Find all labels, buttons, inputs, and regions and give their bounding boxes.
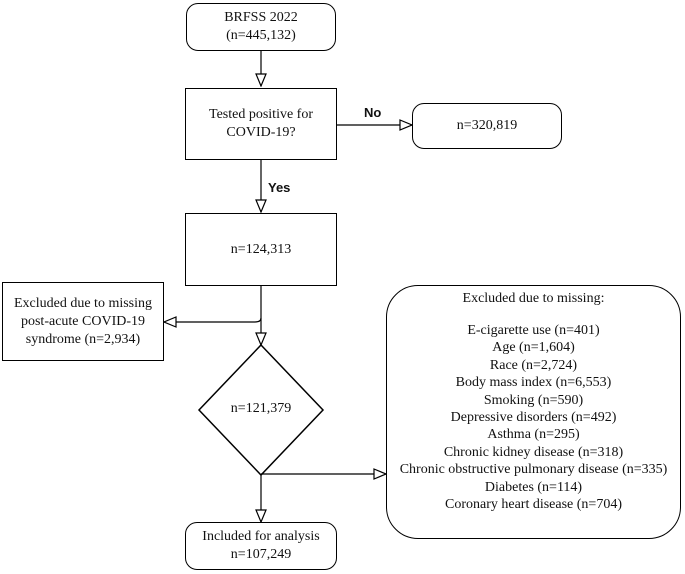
missing-item: Asthma (n=295) [487, 427, 580, 443]
brfss-node: BRFSS 2022 (n=445,132) [186, 3, 336, 51]
yes-label: Yes [268, 180, 291, 195]
no-label: No [364, 105, 382, 120]
excluded-pacs-line-1: Excluded due to missing [13, 295, 153, 311]
covid-question-line-2: COVID-19? [226, 125, 296, 140]
positive-count: n=124,313 [230, 241, 292, 257]
negative-count: n=320,819 [456, 118, 518, 133]
covid-question-line-1: Tested positive for [209, 107, 313, 122]
negative-node: n=320,819 [412, 103, 562, 149]
included-line-1: Included for analysis [202, 529, 320, 544]
brfss-line-2: (n=445,132) [226, 28, 296, 43]
included-node: Included for analysis n=107,249 [185, 522, 337, 570]
missing-item: Chronic kidney disease (n=318) [443, 444, 624, 460]
arrow-to-excluded-pacs [164, 318, 262, 322]
missing-item: Race (n=2,724) [489, 357, 578, 373]
missing-item: Depressive disorders (n=492) [450, 410, 617, 426]
included-line-2: n=107,249 [230, 547, 292, 562]
positive-node: n=124,313 [185, 213, 337, 286]
decision-count: n=121,379 [230, 401, 292, 416]
covid-question-node: Tested positive for COVID-19? [185, 88, 337, 160]
excluded-pacs-line-2: post-acute COVID-19 [20, 313, 146, 329]
missing-data-node: Excluded due to missing: E-cigarette use… [386, 285, 681, 539]
missing-item: Smoking (n=590) [483, 392, 584, 408]
missing-item: Body mass index (n=6,553) [455, 375, 612, 391]
excluded-pacs-line-3: syndrome (n=2,934) [25, 331, 141, 347]
missing-item: Coronary heart disease (n=704) [444, 497, 622, 513]
excluded-pacs-node: Excluded due to missing post-acute COVID… [2, 282, 164, 361]
missing-item: E-cigarette use (n=401) [467, 323, 600, 338]
missing-item: Diabetes (n=114) [484, 479, 583, 495]
missing-item: Age (n=1,604) [492, 340, 575, 356]
missing-item: Chronic obstructive pulmonary disease (n… [399, 462, 668, 478]
missing-heading: Excluded due to missing: [462, 291, 605, 306]
brfss-line-1: BRFSS 2022 [224, 10, 298, 25]
